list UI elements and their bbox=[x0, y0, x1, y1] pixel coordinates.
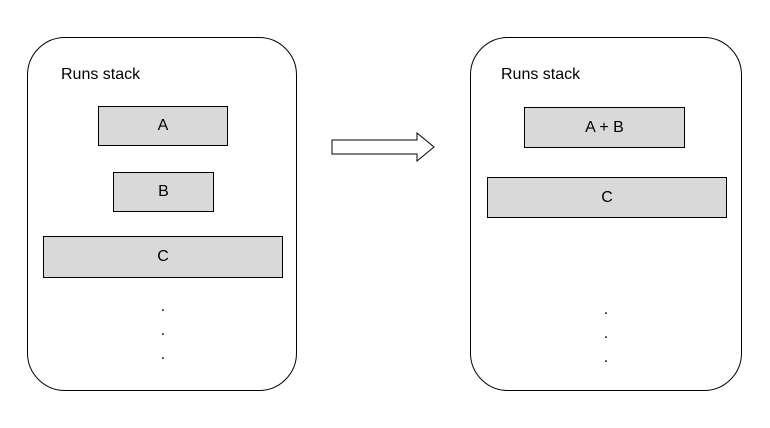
right-runs-stack: Runs stack A + B C . . . bbox=[470, 37, 742, 391]
left-stack-continuation-dots: . . . bbox=[160, 298, 166, 363]
run-a-plus-b: A + B bbox=[524, 107, 685, 148]
run-a: A bbox=[98, 106, 228, 146]
run-c-merged-stack: C bbox=[487, 177, 727, 218]
right-stack-title: Runs stack bbox=[501, 66, 581, 83]
left-runs-stack: Runs stack A B C . . . bbox=[27, 37, 297, 391]
run-c: C bbox=[43, 236, 283, 278]
run-b: B bbox=[113, 172, 214, 212]
left-stack-title: Runs stack bbox=[61, 66, 141, 83]
right-arrow-icon bbox=[331, 132, 435, 162]
right-stack-continuation-dots: . . . bbox=[603, 301, 609, 366]
